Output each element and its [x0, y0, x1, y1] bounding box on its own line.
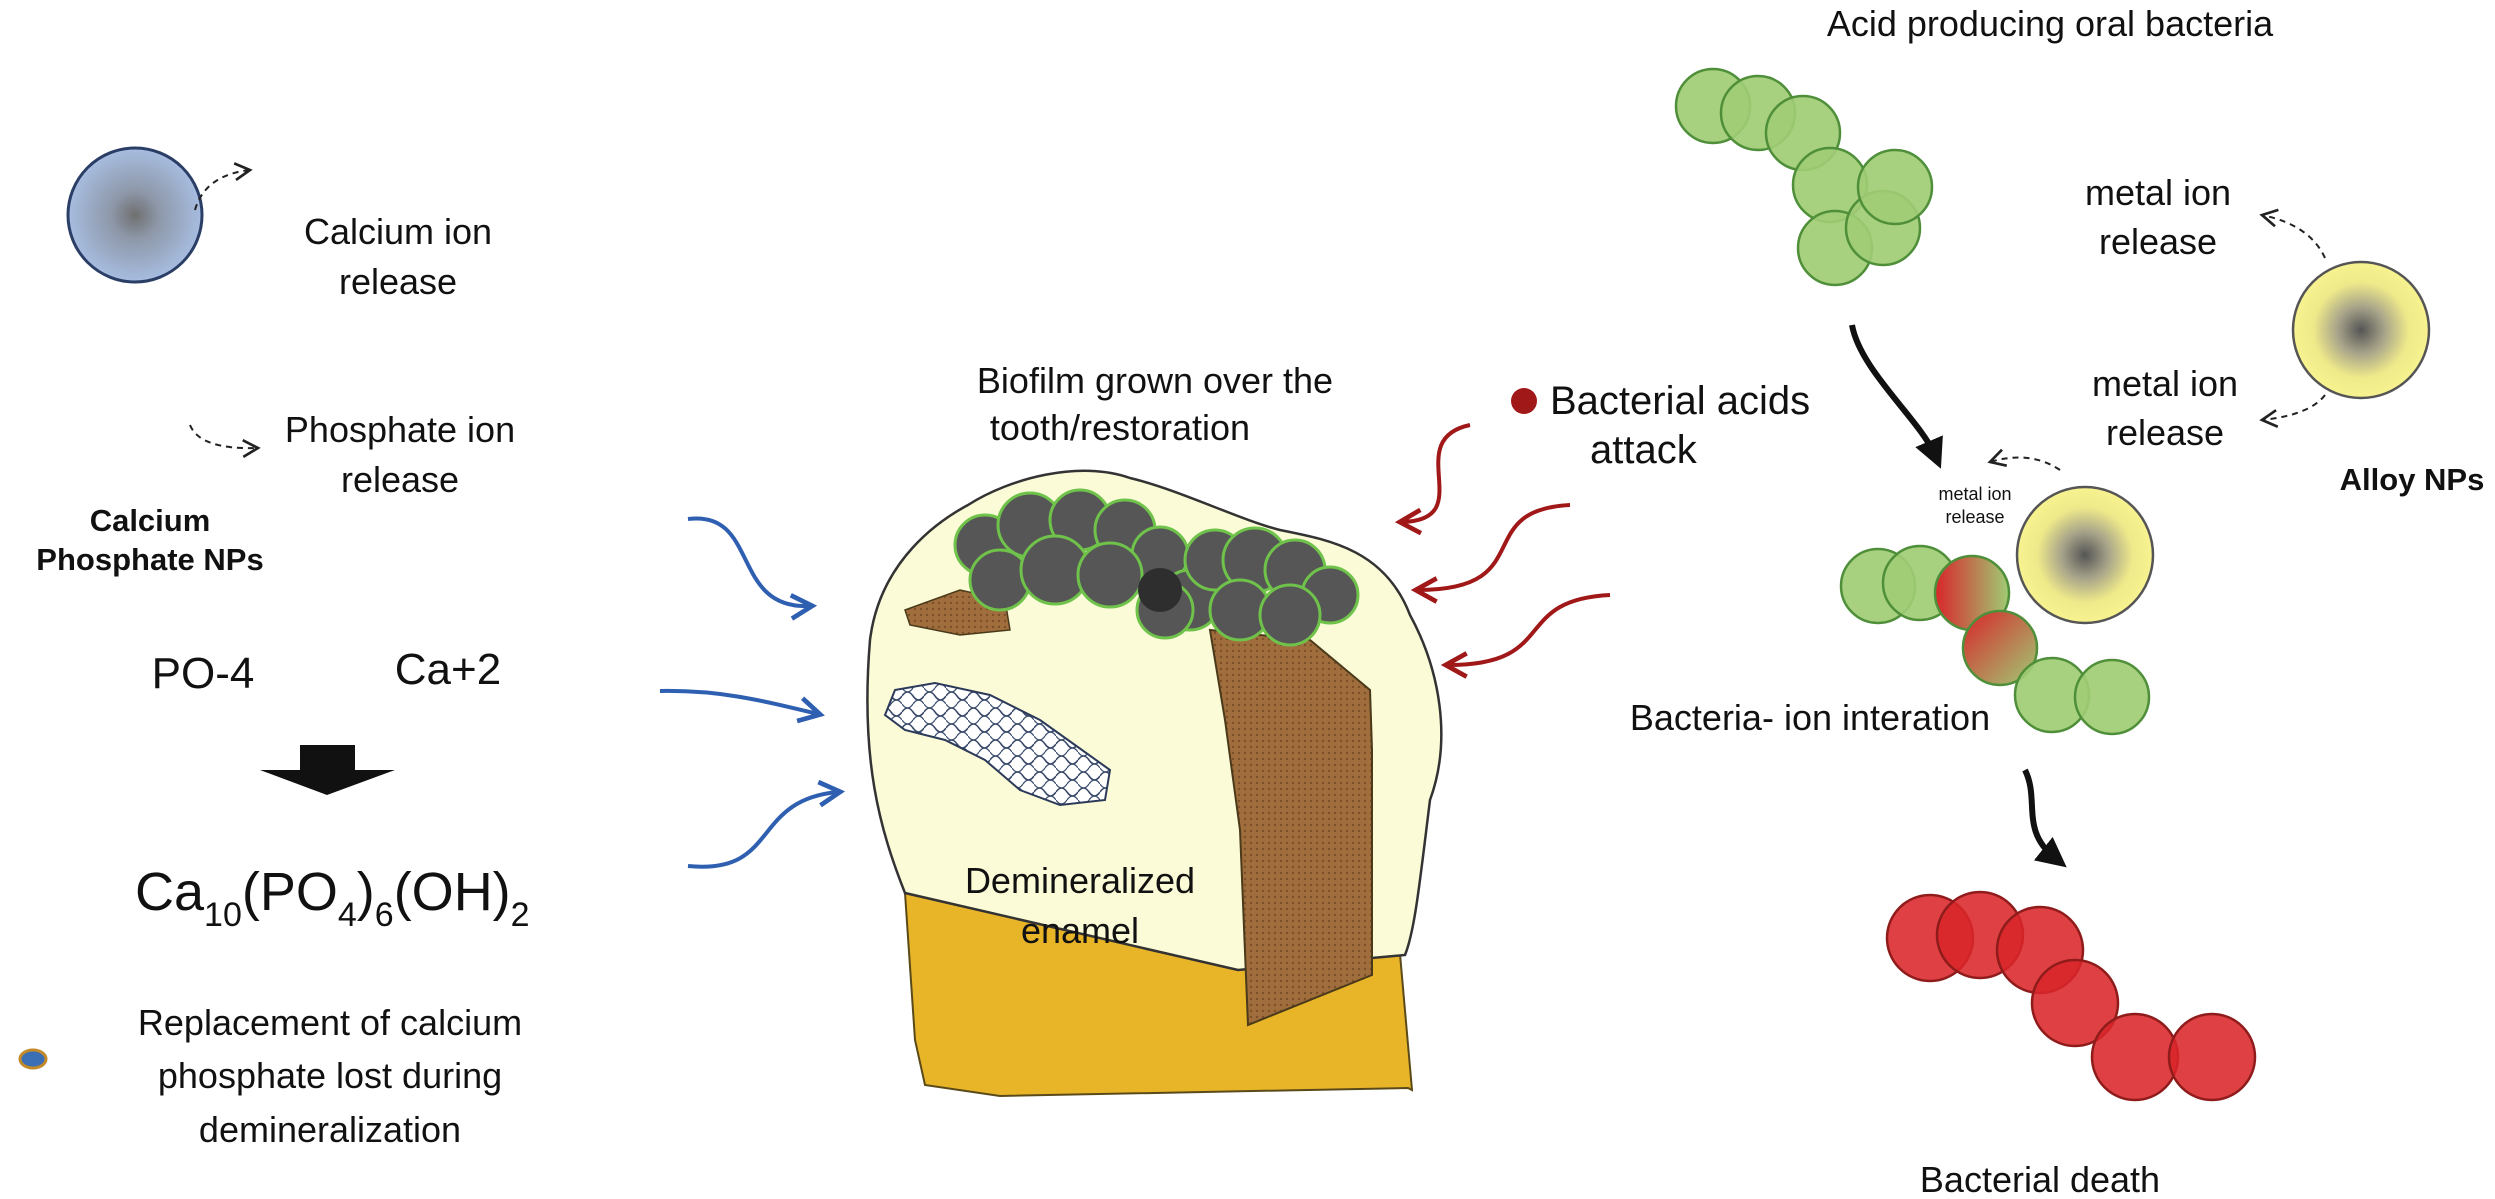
metal-release-upper-arrow — [2259, 208, 2326, 259]
legend-dot-icon — [18, 1048, 48, 1070]
acid-attack-section: Bacterial acids attack — [1511, 379, 1810, 472]
red-arrow-top — [1402, 423, 1471, 522]
acid-dot-icon — [1511, 388, 1537, 414]
bacteria-chain-top — [1674, 67, 1934, 287]
legend-text-line1: Replacement of calcium — [138, 1002, 522, 1043]
phosphate-release-arrow — [189, 424, 261, 458]
curved-arrow-down-1 — [1849, 324, 1943, 469]
metal-release-lower-line1: metal ion — [2092, 363, 2238, 404]
legend-text-line2: phosphate lost during — [158, 1055, 502, 1096]
bacteria-section: Acid producing oral bacteria Alloy NPs m… — [1630, 3, 2484, 1199]
calcium-release-label-line2: release — [339, 261, 457, 302]
ion-po4-label: PO-4 — [152, 649, 255, 698]
calcium-phosphate-nps-label: Calcium — [90, 503, 211, 538]
metal-release-lower-line2: release — [2106, 412, 2224, 453]
demineralized-patch — [883, 681, 1112, 807]
metal-release-lower-arrow — [2259, 394, 2326, 428]
alloy-np-small-icon — [2015, 485, 2155, 625]
calcium-release-label: Calcium ion — [304, 211, 492, 252]
blue-arrow-top — [687, 516, 810, 606]
alloy-label: Alloy NPs — [2340, 462, 2485, 497]
demineralized-label-line2: enamel — [1021, 910, 1139, 951]
metal-release-small-arrow — [1987, 448, 2061, 471]
ion-ca-label: Ca+2 — [395, 645, 501, 694]
curved-arrow-down-2 — [2022, 768, 2067, 868]
death-label: Bacterial death — [1920, 1159, 2160, 1199]
biofilm-label-line2: tooth/restoration — [990, 407, 1250, 448]
acid-label-line1: Bacterial acids — [1550, 379, 1810, 423]
blue-arrow-bottom — [687, 792, 838, 869]
bacteria-chain-dead — [1885, 890, 2257, 1102]
calcium-phosphate-np-icon — [66, 146, 204, 284]
interaction-label: Bacteria- ion interation — [1630, 697, 1990, 738]
biofilm-label-line1: Biofilm grown over the — [977, 360, 1333, 401]
red-arrow-bottom — [1448, 593, 1611, 665]
acid-label-line2: attack — [1590, 428, 1698, 472]
demineralized-label-line1: Demineralized — [965, 860, 1195, 901]
metal-release-upper-line1: metal ion — [2085, 172, 2231, 213]
legend-text-line3: demineralization — [199, 1109, 461, 1150]
metal-release-upper-line2: release — [2099, 221, 2217, 262]
biofilm-cluster — [953, 488, 1360, 647]
metal-release-small-line2: release — [1945, 507, 2004, 527]
hydroxyapatite-formula: Ca10(PO4)6(OH)2 — [135, 862, 530, 934]
biofilm-dark-spot — [1138, 568, 1182, 612]
calcium-release-arrow — [194, 162, 253, 211]
calcium-phosphate-section: Calcium ion release Phosphate ion releas… — [18, 146, 530, 1150]
metal-release-small-line1: metal ion — [1938, 484, 2011, 504]
phosphate-release-label-line2: release — [341, 459, 459, 500]
tooth-section: Biofilm grown over the tooth/restoration… — [659, 360, 1611, 1098]
down-block-arrow-icon — [260, 745, 395, 795]
calcium-phosphate-nps-label-line2: Phosphate NPs — [36, 542, 263, 577]
blue-arrow-middle — [659, 688, 818, 714]
acid-producing-label: Acid producing oral bacteria — [1827, 3, 2274, 44]
alloy-np-icon — [2291, 260, 2431, 400]
phosphate-release-label: Phosphate ion — [285, 409, 515, 450]
red-arrow-middle — [1418, 503, 1571, 590]
bacteria-chain-middle — [1839, 544, 2151, 736]
tooth-decay-band — [1208, 628, 1373, 1027]
